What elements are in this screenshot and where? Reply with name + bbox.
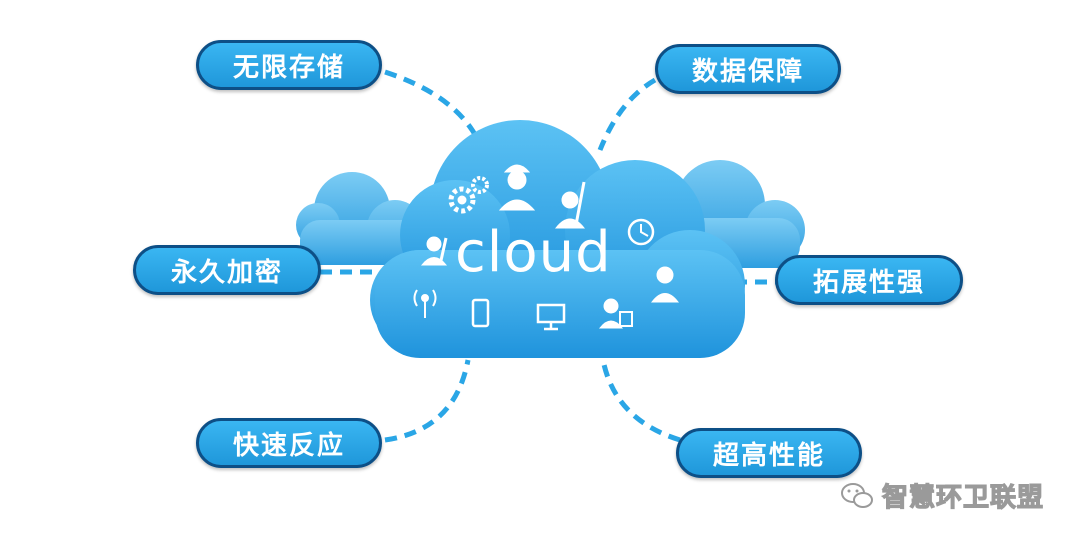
broom-icon (420, 236, 448, 266)
cleaner-icon (554, 181, 586, 229)
feature-high-performance[interactable]: 超高性能 (676, 428, 862, 478)
gear-icon (448, 176, 489, 214)
clock-icon (627, 218, 655, 246)
watermark: 智慧环卫联盟 (840, 477, 1044, 514)
connector-bottom-right (600, 359, 681, 443)
feature-unlimited-storage[interactable]: 无限存储 (196, 40, 382, 90)
user-document-icon (598, 298, 633, 329)
feature-permanent-encryption[interactable]: 永久加密 (133, 245, 321, 295)
phone-icon (471, 298, 490, 328)
monitor-icon (536, 303, 566, 331)
cloud-title: cloud (455, 220, 612, 285)
feature-fast-response[interactable]: 快速反应 (196, 418, 382, 468)
connector-top-right (597, 77, 657, 151)
connector-bottom-left (384, 359, 471, 443)
cloud-icons (413, 164, 680, 331)
feature-scalability[interactable]: 拓展性强 (775, 255, 963, 305)
watermark-text: 智慧环卫联盟 (881, 482, 1045, 513)
worker-icon (498, 164, 536, 211)
connector-top-left (384, 69, 481, 142)
signal-tower-icon (413, 289, 437, 318)
feature-data-security[interactable]: 数据保障 (655, 44, 841, 94)
reporter-icon (650, 266, 680, 303)
connector-lines (320, 69, 778, 443)
wechat-icon (841, 482, 873, 508)
